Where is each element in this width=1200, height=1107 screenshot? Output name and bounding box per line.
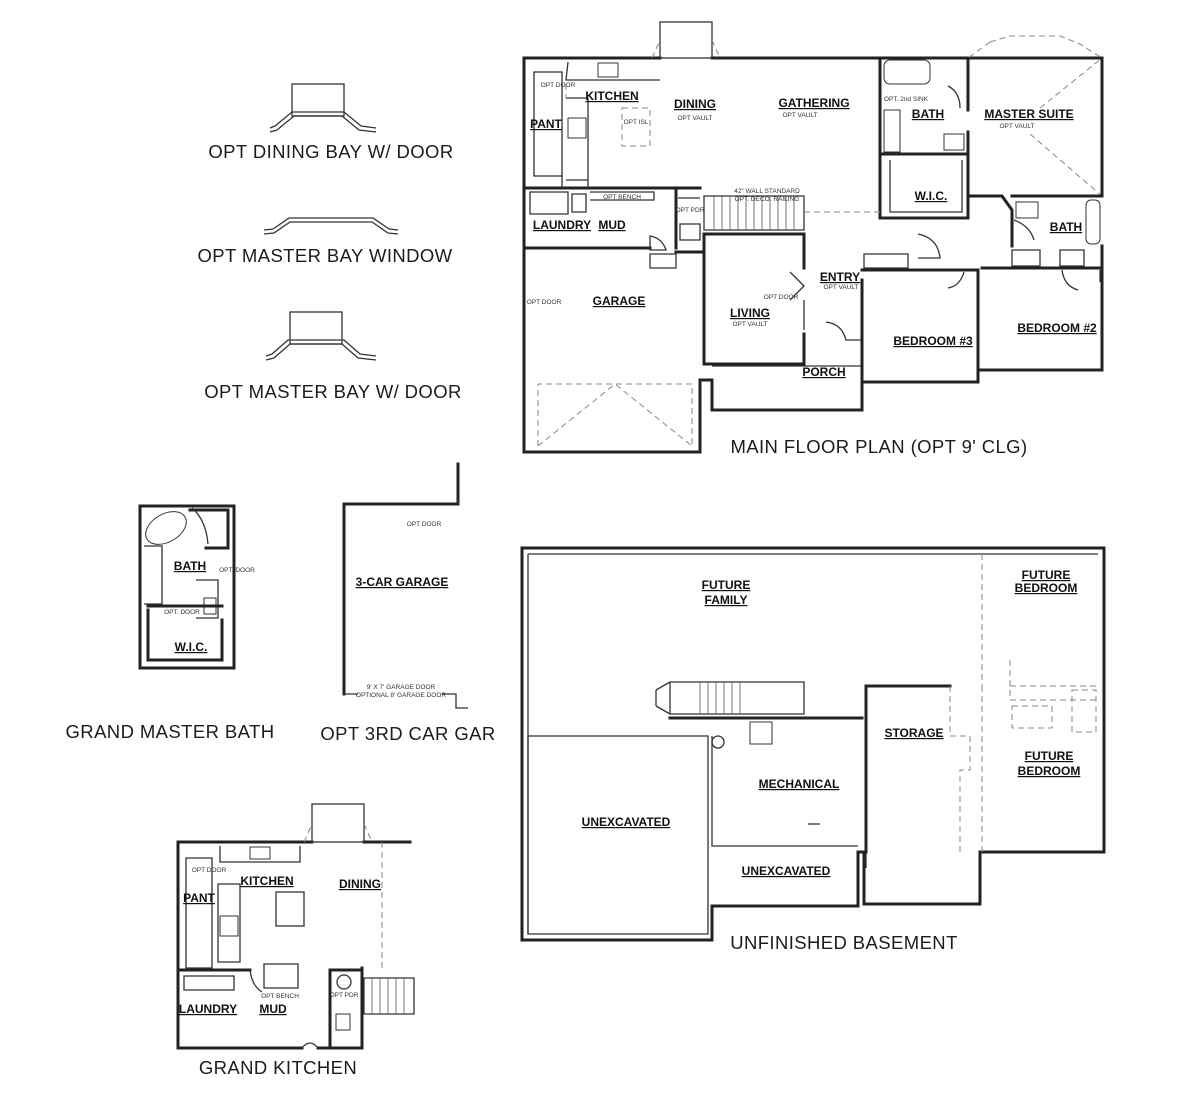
label-future-bedroom-b-2: BEDROOM	[1018, 764, 1081, 778]
label-future-bedroom-a-1: FUTURE	[1022, 568, 1071, 582]
label-garage: GARAGE	[593, 294, 646, 308]
label-3car-note-1: 9' X 7' GARAGE DOOR	[367, 684, 436, 691]
label-master-bath: BATH	[912, 107, 944, 121]
label-gmb-opt-door-1: OPT. DOOR	[219, 567, 255, 574]
label-porch: PORCH	[802, 365, 845, 379]
grand-master-bath-plan	[138, 504, 236, 670]
label-opt-bench: OPT BENCH	[603, 194, 641, 201]
label-dining-note: OPT VAULT	[677, 115, 712, 122]
label-gk-mud: MUD	[259, 1002, 287, 1016]
label-kitchen: KITCHEN	[585, 89, 638, 103]
label-gmb-opt-door-2: OPT. DOOR	[164, 609, 200, 616]
caption-opt-master-bay-door: OPT MASTER BAY W/ DOOR	[204, 381, 462, 402]
label-bath-2: BATH	[1050, 220, 1082, 234]
label-laundry: LAUNDRY	[533, 218, 591, 232]
label-bedroom-3: BEDROOM #3	[893, 334, 973, 348]
label-pant: PANT	[530, 117, 562, 131]
label-wic: W.I.C.	[915, 189, 948, 203]
label-gathering-note: OPT VAULT	[782, 112, 817, 119]
label-mechanical: MECHANICAL	[759, 777, 840, 791]
label-entry: ENTRY	[820, 270, 860, 284]
basement-labels: FUTURE FAMILY FUTURE BEDROOM STORAGE FUT…	[582, 568, 1081, 878]
label-gk-opt-pdr: OPT PDR	[330, 992, 359, 999]
label-future-family-1: FUTURE	[702, 578, 751, 592]
label-gathering: GATHERING	[778, 96, 849, 110]
label-gk-dining: DINING	[339, 877, 381, 891]
label-garage-opt-door: OPT DOOR	[527, 299, 562, 306]
label-wall-note-2: OPT. DECO. RAILING	[735, 196, 800, 203]
grand-kitchen-labels: OPT DOOR KITCHEN DINING PANT OPT BENCH L…	[179, 867, 381, 1016]
label-gmb-wic: W.I.C.	[175, 640, 208, 654]
label-gk-kitchen: KITCHEN	[240, 874, 293, 888]
opt-dining-bay-sketch	[269, 83, 377, 133]
opt-master-bay-door-sketch	[265, 311, 377, 361]
caption-grand-master-bath: GRAND MASTER BATH	[66, 721, 275, 742]
caption-opt-3rd-car: OPT 3RD CAR GAR	[320, 723, 495, 744]
label-entry-note: OPT VAULT	[823, 284, 858, 291]
label-master-suite: MASTER SUITE	[984, 107, 1073, 121]
label-gk-laundry: LAUNDRY	[179, 1002, 237, 1016]
label-opt-pdr: OPT PDR	[676, 207, 705, 214]
caption-opt-master-bay-window: OPT MASTER BAY WINDOW	[197, 245, 452, 266]
label-master-note: OPT VAULT	[999, 123, 1034, 130]
label-living: LIVING	[730, 306, 770, 320]
label-unexcavated-1: UNEXCAVATED	[582, 815, 671, 829]
grand-kitchen-plan	[176, 803, 415, 1050]
label-opt-isl: OPT ISL	[624, 119, 649, 126]
label-3car-opt-door: OPT DOOR	[407, 521, 442, 528]
label-mud: MUD	[598, 218, 626, 232]
grand-master-bath-labels: BATH OPT. DOOR OPT. DOOR W.I.C.	[164, 559, 255, 654]
opt-master-bay-window-sketch	[263, 217, 399, 235]
label-future-bedroom-a-2: BEDROOM	[1015, 581, 1078, 595]
main-garage-door	[537, 383, 693, 447]
label-gk-pant: PANT	[183, 891, 215, 905]
label-gk-opt-door: OPT DOOR	[192, 867, 227, 874]
label-future-family-2: FAMILY	[705, 593, 748, 607]
label-living-opt-door: OPT DOOR	[764, 294, 799, 301]
main-floor-plan	[522, 21, 1104, 454]
label-unexcavated-2: UNEXCAVATED	[742, 864, 831, 878]
label-future-bedroom-b-1: FUTURE	[1025, 749, 1074, 763]
label-dining: DINING	[674, 97, 716, 111]
caption-grand-kitchen: GRAND KITCHEN	[199, 1057, 357, 1078]
caption-unfinished-basement: UNFINISHED BASEMENT	[730, 932, 958, 953]
label-gk-opt-bench: OPT BENCH	[261, 993, 299, 1000]
label-3car-note-2: OPTIONAL 8' GARAGE DOOR	[356, 692, 447, 699]
basement-plan	[520, 546, 1106, 942]
label-wall-note-1: 42" WALL STANDARD	[734, 188, 800, 195]
label-gmb-bath: BATH	[174, 559, 206, 573]
label-3car-title: 3-CAR GARAGE	[356, 575, 449, 589]
label-bedroom-2: BEDROOM #2	[1017, 321, 1097, 335]
label-storage: STORAGE	[884, 726, 943, 740]
label-opt-2nd-sink: OPT. 2nd SINK	[884, 96, 929, 103]
opt-third-car-plan	[342, 462, 468, 709]
main-floor-labels: KITCHEN PANT OPT DOOR OPT ISL DINING OPT…	[527, 82, 1097, 379]
label-living-note: OPT VAULT	[732, 321, 767, 328]
caption-main-floor: MAIN FLOOR PLAN (OPT 9' CLG)	[730, 436, 1027, 457]
label-opt-door: OPT DOOR	[541, 82, 576, 89]
opt-third-car-labels: OPT DOOR 3-CAR GARAGE 9' X 7' GARAGE DOO…	[356, 521, 449, 699]
caption-opt-dining-bay: OPT DINING BAY W/ DOOR	[208, 141, 453, 162]
